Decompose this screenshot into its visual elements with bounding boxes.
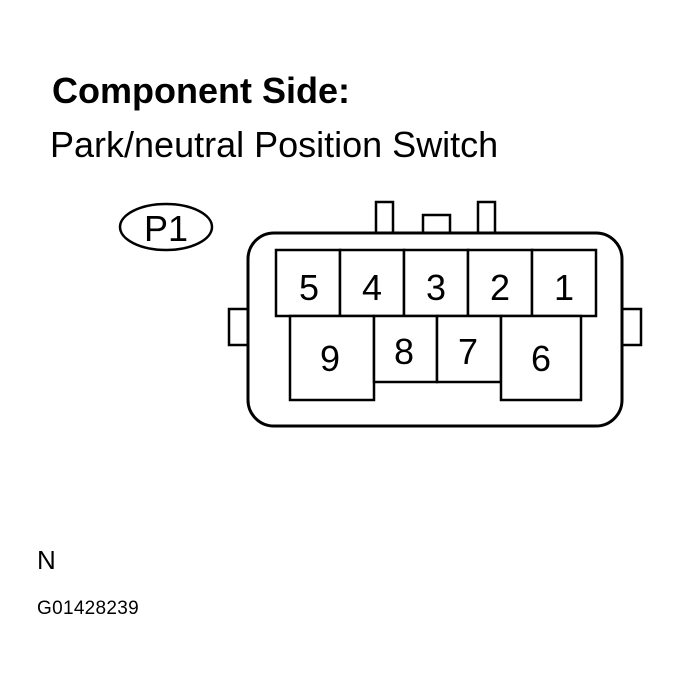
pin-number: 8 (394, 331, 414, 372)
connector-code-badge (118, 202, 214, 252)
pin-cell (499, 314, 583, 402)
pin-cell (288, 314, 376, 402)
pin-number: 6 (531, 338, 551, 379)
pin-number: 5 (299, 267, 319, 308)
pin-number: 2 (490, 267, 510, 308)
pin-number: 1 (554, 267, 574, 308)
pin-number: 7 (458, 331, 478, 372)
diagram-title: Component Side: (52, 70, 350, 111)
figure-id: G01428239 (37, 598, 140, 619)
footer-letter: N (37, 545, 56, 575)
connector-code-label: P1 (144, 208, 188, 249)
pin-number: 9 (320, 338, 340, 379)
pin-cell (435, 314, 503, 384)
pin-number: 3 (426, 267, 446, 308)
side-tab-right (619, 307, 643, 347)
top-tab-left (374, 200, 395, 237)
component-name: Park/neutral Position Switch (50, 124, 499, 165)
side-tab-left (227, 307, 251, 347)
pin-number: 4 (362, 267, 382, 308)
top-tab-right (476, 200, 497, 237)
